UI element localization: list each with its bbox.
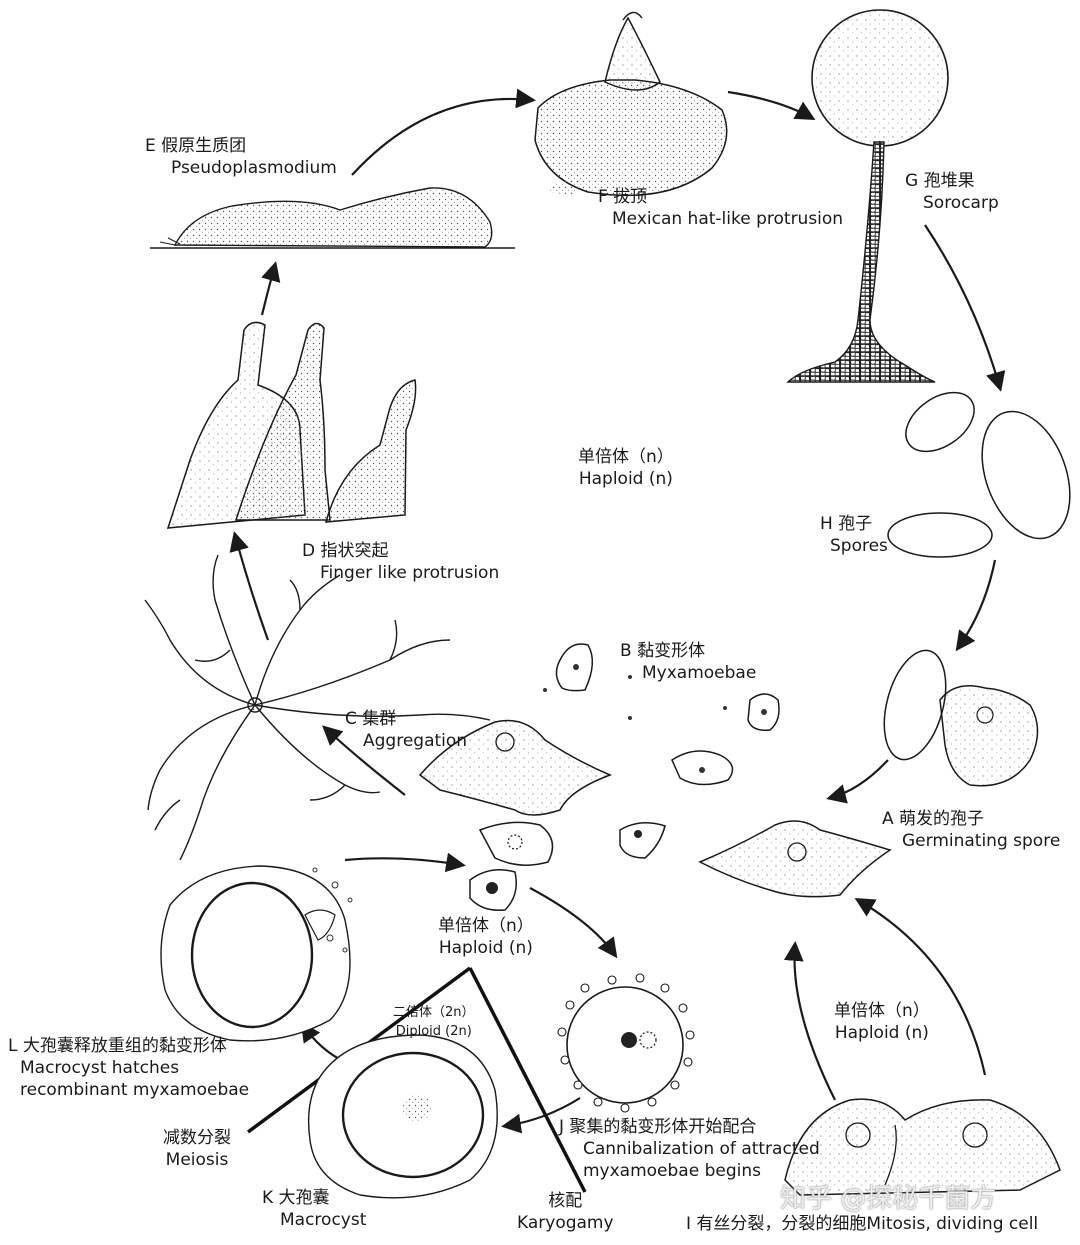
stage-i-zh: I 有丝分裂，分裂的细胞: [686, 1214, 866, 1234]
haploid-right-zh: 单倍体（n）: [834, 1000, 930, 1022]
diploid-label: 二倍体（2n） Diploid (2n): [393, 1003, 475, 1041]
stage-g-zh: G 孢堆果: [905, 170, 999, 192]
stage-g-label: G 孢堆果 Sorocarp: [905, 170, 999, 214]
stage-h-zh: H 孢子: [820, 513, 888, 535]
meiosis-zh: 减数分裂: [163, 1127, 231, 1149]
arrow-h-to-a: [958, 560, 995, 648]
finger-protrusion-drawing: [168, 322, 416, 528]
stage-i-label: I 有丝分裂，分裂的细胞Mitosis, dividing cell: [686, 1213, 1038, 1235]
pseudoplasmodium-drawing: [150, 188, 515, 248]
haploid-center-zh: 单倍体（n）: [578, 446, 674, 468]
macrocyst-hatching-drawing: [161, 866, 352, 1041]
karyogamy-zh: 核配: [517, 1190, 614, 1212]
haploid-right-label: 单倍体（n） Haploid (n): [834, 1000, 930, 1044]
stage-i-en: Mitosis, dividing cell: [866, 1214, 1038, 1234]
stage-l-en1: Macrocyst hatches: [8, 1057, 249, 1079]
haploid-center-label: 单倍体（n） Haploid (n): [578, 446, 674, 490]
arrow-d-to-e: [262, 265, 275, 315]
arrow-i-to-haploid: [795, 945, 836, 1100]
arrow-e-to-f: [352, 99, 532, 175]
stage-l-zh: L 大孢囊释放重组的黏变形体: [8, 1035, 249, 1057]
stage-c-en: Aggregation: [345, 730, 467, 752]
arrow-a-to-i: [858, 900, 985, 1075]
stage-k-label: K 大孢囊 Macrocyst: [262, 1187, 366, 1231]
stage-f-en: Mexican hat-like protrusion: [612, 208, 843, 230]
stage-e-en: Pseudoplasmodium: [145, 157, 337, 179]
stage-k-en: Macrocyst: [262, 1209, 366, 1231]
mexican-hat-drawing: [535, 12, 727, 195]
meiosis-en: Meiosis: [163, 1149, 231, 1171]
arrow-l-to-b: [345, 858, 462, 865]
haploid-lower-zh: 单倍体（n）: [438, 915, 534, 937]
stage-c-zh: C 集群: [345, 708, 467, 730]
stage-f-zh: F 拔顶: [598, 186, 843, 208]
stage-e-label: E 假原生质团 Pseudoplasmodium: [145, 135, 337, 179]
karyogamy-en: Karyogamy: [517, 1212, 614, 1234]
arrow-a-to-b: [830, 760, 888, 798]
stage-k-zh: K 大孢囊: [262, 1187, 366, 1209]
stage-b-label: B 黏变形体 Myxamoebae: [620, 640, 756, 684]
stage-e-zh: E 假原生质团: [145, 135, 337, 157]
haploid-lower-en: Haploid (n): [438, 937, 534, 959]
stage-h-en: Spores: [820, 535, 888, 557]
diploid-en: Diploid (2n): [393, 1022, 475, 1041]
haploid-right-en: Haploid (n): [834, 1022, 930, 1044]
stage-l-label: L 大孢囊释放重组的黏变形体 Macrocyst hatches recombi…: [8, 1035, 249, 1101]
stage-j-label: J 聚集的黏变形体开始配合 Cannibalization of attract…: [559, 1116, 820, 1182]
stage-g-en: Sorocarp: [905, 192, 999, 214]
spores-drawing: [888, 381, 1080, 557]
haploid-center-en: Haploid (n): [578, 468, 674, 490]
diploid-zh: 二倍体（2n）: [393, 1003, 475, 1022]
arrow-c-to-d: [235, 535, 268, 640]
haploid-lower-label: 单倍体（n） Haploid (n): [438, 915, 534, 959]
stage-b-en: Myxamoebae: [620, 662, 756, 684]
macrocyst-drawing: [309, 1035, 498, 1198]
arrow-g-to-h: [925, 225, 1000, 388]
cannibalization-drawing: [558, 974, 694, 1112]
arrow-f-to-g: [728, 92, 812, 118]
stage-a-label: A 萌发的孢子 Germinating spore: [882, 808, 1060, 852]
stage-d-en: Finger like protrusion: [302, 562, 499, 584]
stage-d-zh: D 指状突起: [302, 540, 499, 562]
watermark: 知乎 @探秘千菌方: [780, 1178, 996, 1215]
stage-d-label: D 指状突起 Finger like protrusion: [302, 540, 499, 584]
stage-j-zh: J 聚集的黏变形体开始配合: [559, 1116, 820, 1138]
stage-h-label: H 孢子 Spores: [820, 513, 888, 557]
stage-a-en: Germinating spore: [882, 830, 1060, 852]
stage-j-en1: Cannibalization of attracted: [559, 1138, 820, 1160]
stage-b-zh: B 黏变形体: [620, 640, 756, 662]
arrow-b-to-j: [530, 888, 615, 955]
stage-f-label: F 拔顶 Mexican hat-like protrusion: [598, 186, 843, 230]
stage-l-en2: recombinant myxamoebae: [8, 1079, 249, 1101]
stage-c-label: C 集群 Aggregation: [345, 708, 467, 752]
stage-a-zh: A 萌发的孢子: [882, 808, 1060, 830]
meiosis-label: 减数分裂 Meiosis: [163, 1127, 231, 1171]
karyogamy-label: 核配 Karyogamy: [517, 1190, 614, 1234]
